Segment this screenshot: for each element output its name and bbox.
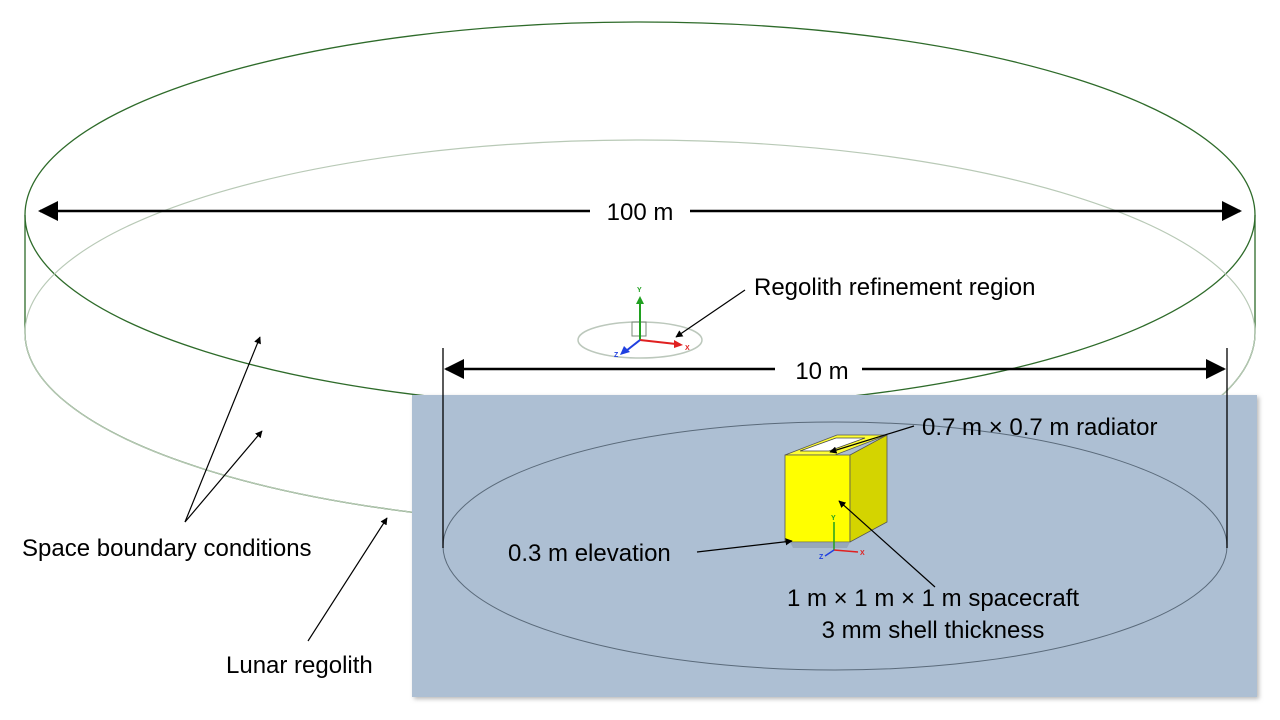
outer-diameter-dimension: 100 m [38,199,1242,226]
spacecraft-cube [784,434,888,548]
regolith-label: Lunar regolith [226,652,373,679]
sc-triad-x-label: X [860,550,865,557]
spacecraft-label-line1: 1 m × 1 m × 1 m spacecraft [787,585,1079,612]
cube-shadow [790,542,850,548]
regolith-leader [307,517,388,642]
triad-y-head [636,296,644,304]
space-bc-leader-2 [184,430,263,523]
radiator-leader [829,425,915,454]
radiator-panel [799,437,866,452]
refinement-leader [675,289,746,338]
space-bc-label: Space boundary conditions [22,535,312,562]
triad-x-head [674,340,683,348]
inner-diameter-dimension: 10 m [444,358,1226,385]
sc-triad-x-axis [833,549,859,553]
triad-x-label: X [685,345,690,352]
cube-side-face [849,434,888,543]
triad-z-label: Z [614,352,619,359]
sc-triad-z-label: Z [819,554,824,561]
cube-front-face [784,454,851,543]
elevation-leader [696,538,793,553]
outer-diameter-label: 100 m [607,199,674,226]
sc-triad-y-label: Y [831,515,836,522]
refinement-region: Y X Z [577,287,703,359]
triad-y-label: Y [637,287,642,294]
spacecraft-label-line2: 3 mm shell thickness [822,617,1045,644]
triad-z-axis [625,339,641,352]
elevation-label: 0.3 m elevation [508,540,671,567]
triad-z-head [620,346,630,355]
triad-x-axis [639,339,677,345]
spacecraft-triad: Y X Z [819,515,865,561]
sc-triad-z-axis [824,549,835,557]
space-bc-leader-1 [184,336,261,523]
inner-diameter-label: 10 m [795,358,848,385]
refinement-region-label: Regolith refinement region [754,274,1036,301]
spacecraft-leader [838,500,936,588]
radiator-label: 0.7 m × 0.7 m radiator [922,414,1157,441]
